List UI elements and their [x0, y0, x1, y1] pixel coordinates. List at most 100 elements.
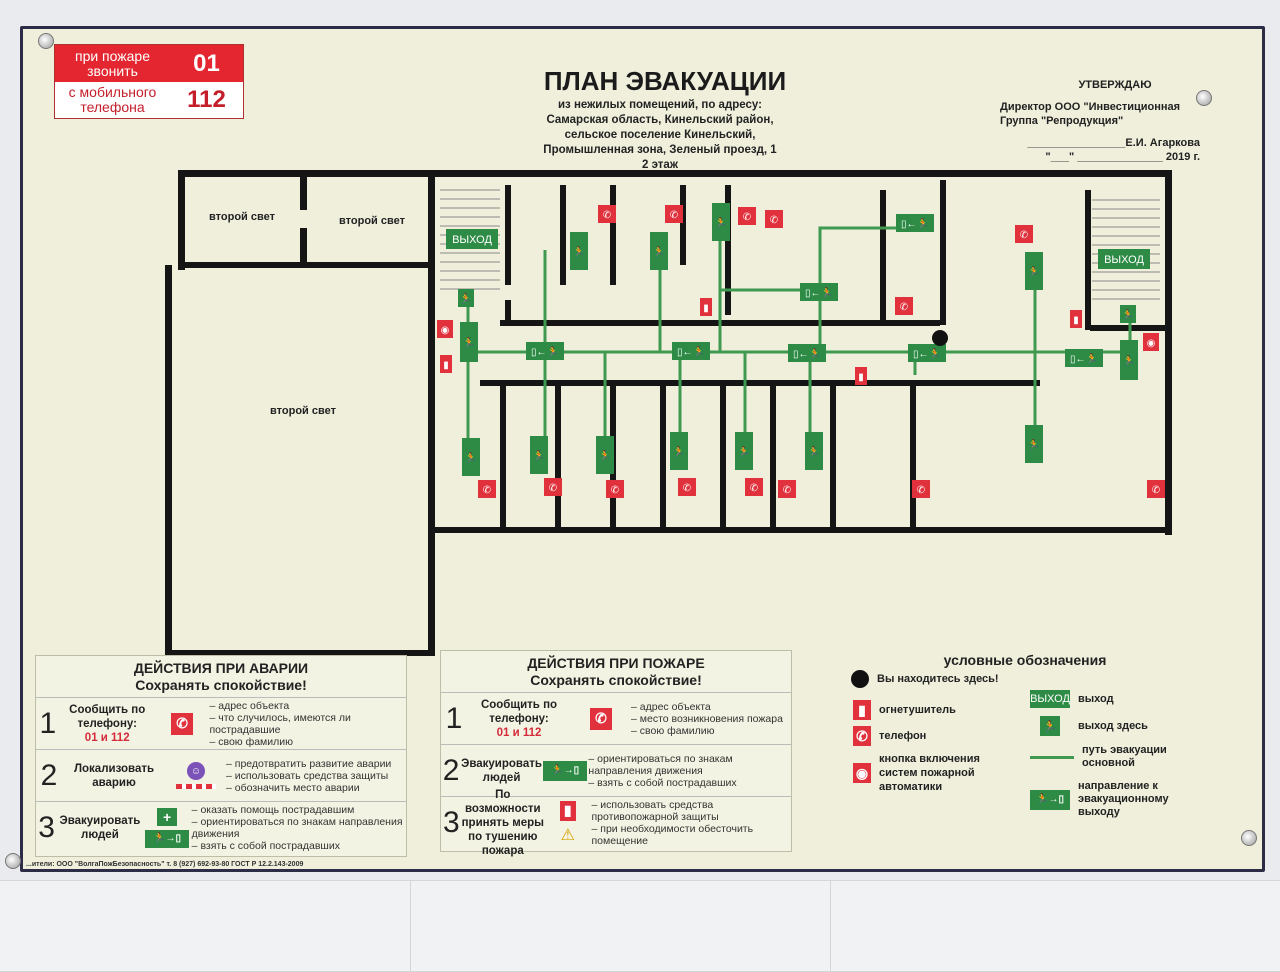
evacuation-direction-icon-glyph: 🏃 — [673, 445, 685, 458]
phone-icon: ✆ — [1147, 480, 1165, 498]
phone-icon-glyph: ✆ — [1020, 230, 1028, 241]
phone-icon: ✆ — [544, 478, 562, 496]
barrier-tape-icon — [176, 784, 216, 789]
phone-icon-glyph: ✆ — [483, 485, 491, 496]
phone-icon-bg — [665, 205, 683, 223]
fire-extinguisher-icon-glyph: ▮ — [703, 303, 709, 314]
fire-extinguisher-icon: ▮ — [1070, 310, 1082, 328]
evacuation-direction-icon: 🏃 — [805, 432, 823, 470]
evacuation-direction-icon-bg — [805, 432, 823, 470]
fire-number: 01 — [193, 49, 220, 77]
phone-icon: ✆ — [665, 205, 683, 223]
exit-here-icon-glyph: 🏃 — [1122, 308, 1134, 321]
phone-icon-bg — [738, 207, 756, 225]
phone-icon-glyph: ✆ — [783, 485, 791, 496]
legend-title: условные обозначения — [943, 652, 1107, 668]
phone-icon: ✆ — [1015, 225, 1033, 243]
fire-alarm-button-icon-glyph: ◉ — [1147, 338, 1156, 349]
evacuation-direction-icon-bg — [788, 344, 826, 362]
fire-alarm-button-icon-bg — [1143, 333, 1159, 351]
evacuation-direction-icon-glyph: ▯←🏃 — [1070, 352, 1098, 365]
evacuation-direction-icon-glyph: 🏃 — [653, 245, 665, 258]
wall — [725, 185, 731, 315]
approval-signature: ________________Е.И. Агаркова — [1027, 137, 1200, 149]
phone-icon: ✆ — [765, 210, 783, 228]
fire-alarm-button-icon: ◉ — [1143, 333, 1159, 351]
phone-icon: ✆ — [778, 480, 796, 498]
evacuation-direction-icon: ▯←🏃 — [672, 342, 710, 360]
you-are-here-icon — [851, 670, 869, 688]
exit-here-icon-bg — [1120, 305, 1136, 323]
step-number: 2 — [442, 753, 460, 787]
wall — [505, 300, 511, 320]
legend-label: телефон — [879, 730, 927, 742]
step-note: при необходимости обесточить помещение — [592, 823, 792, 847]
phone-icon-bg — [678, 478, 696, 496]
mobile-call-label: с мобильного телефона — [68, 84, 157, 115]
exit-sign-label: ВЫХОД — [1104, 254, 1144, 266]
address-line: 2 этаж — [642, 159, 678, 171]
step-action: Сообщить по телефону: — [69, 703, 146, 730]
fire-alarm-button-icon-bg — [437, 320, 453, 338]
step-row: 2 Эвакуировать людей 🏃→▯ ориентироваться… — [441, 745, 791, 797]
evacuation-direction-icon-bg — [672, 342, 710, 360]
step-note: использовать средства противопожарной за… — [592, 799, 792, 823]
step-action: Эвакуировать людей — [59, 814, 141, 841]
evacuation-direction-icon-glyph: 🏃 — [533, 449, 545, 462]
phone-icon-bg — [895, 297, 913, 315]
phone-icon: ✆ — [598, 205, 616, 223]
fire-extinguisher-icon-glyph: ▮ — [1073, 315, 1079, 326]
step-row: 1 Сообщить по телефону:01 и 112 ✆ адрес … — [441, 693, 791, 745]
evacuation-direction-icon-glyph: ▯←🏃 — [677, 345, 705, 358]
step-row: 1 Сообщить по телефону:01 и 112 ✆ адрес … — [36, 698, 406, 750]
evacuation-direction-icon-bg — [712, 203, 730, 241]
address: из нежилых помещений, по адресу: Самарск… — [490, 98, 830, 173]
address-line: из нежилых помещений, по адресу: — [557, 99, 762, 111]
phone-icon: ✆ — [745, 478, 763, 496]
phone-icon-bg — [1015, 225, 1033, 243]
address-line: Промышленная зона, Зеленый проезд, 1 — [543, 144, 777, 156]
exit-here-icon-bg — [458, 289, 474, 307]
evacuation-route — [818, 226, 900, 352]
wall — [680, 185, 686, 265]
step-number: 1 — [445, 701, 463, 735]
room-label: второй свет — [270, 405, 337, 417]
exit-here-icon: 🏃 — [458, 289, 474, 307]
panel-subtitle: Сохранять спокойствие! — [530, 672, 702, 688]
evacuation-direction-icon: ▯←🏃 — [896, 214, 934, 232]
fire-call-label: при пожаре звонить — [74, 47, 150, 79]
fire-extinguisher-icon: ▮ — [440, 355, 452, 373]
screw-icon — [1241, 830, 1257, 846]
evacuation-direction-icon: ▯←🏃 — [788, 344, 826, 362]
approval-heading: УТВЕРЖДАЮ — [1078, 79, 1152, 91]
phone-icon: ✆ — [738, 207, 756, 225]
room-label: второй свет — [209, 211, 276, 223]
step-phone-numbers: 01 и 112 — [496, 726, 542, 739]
fire-alarm-button-icon-glyph: ◉ — [441, 325, 450, 336]
address-line: сельское поселение Кинельский, — [564, 129, 756, 141]
wall — [500, 385, 506, 527]
step-row: 2 Локализовать аварию ☺ предотвратить ра… — [36, 750, 406, 802]
wall — [720, 385, 726, 527]
fire-extinguisher-icon: ▮ — [853, 700, 871, 720]
legend-label: кнопка включения систем пожарной автомат… — [879, 753, 980, 793]
evacuation-direction-icon: 🏃 — [1025, 252, 1043, 290]
phone-icon: ✆ — [853, 726, 871, 746]
step-note: предотвратить развитие аварии — [226, 758, 392, 770]
wall — [428, 170, 435, 655]
step-action: Локализовать аварию — [73, 762, 155, 789]
step-action: Эвакуировать людей — [461, 757, 542, 784]
step-note: взять с собой пострадавших — [192, 840, 406, 852]
electrical-hazard-icon: ⚠ — [560, 826, 575, 844]
phone-icon-glyph: ✆ — [900, 302, 908, 313]
phone-icon-glyph: ✆ — [603, 210, 611, 221]
step-note: обозначить место аварии — [226, 782, 391, 794]
evacuation-direction-icon: 🏃→▯ — [543, 760, 588, 781]
evacuation-direction-icon: 🏃 — [735, 432, 753, 470]
evacuation-direction-icon-bg — [462, 438, 480, 476]
evacuation-direction-icon-bg — [670, 432, 688, 470]
wall — [1085, 190, 1091, 330]
approval-block: УТВЕРЖДАЮ Директор ООО "Инвестиционная Г… — [1000, 78, 1200, 164]
